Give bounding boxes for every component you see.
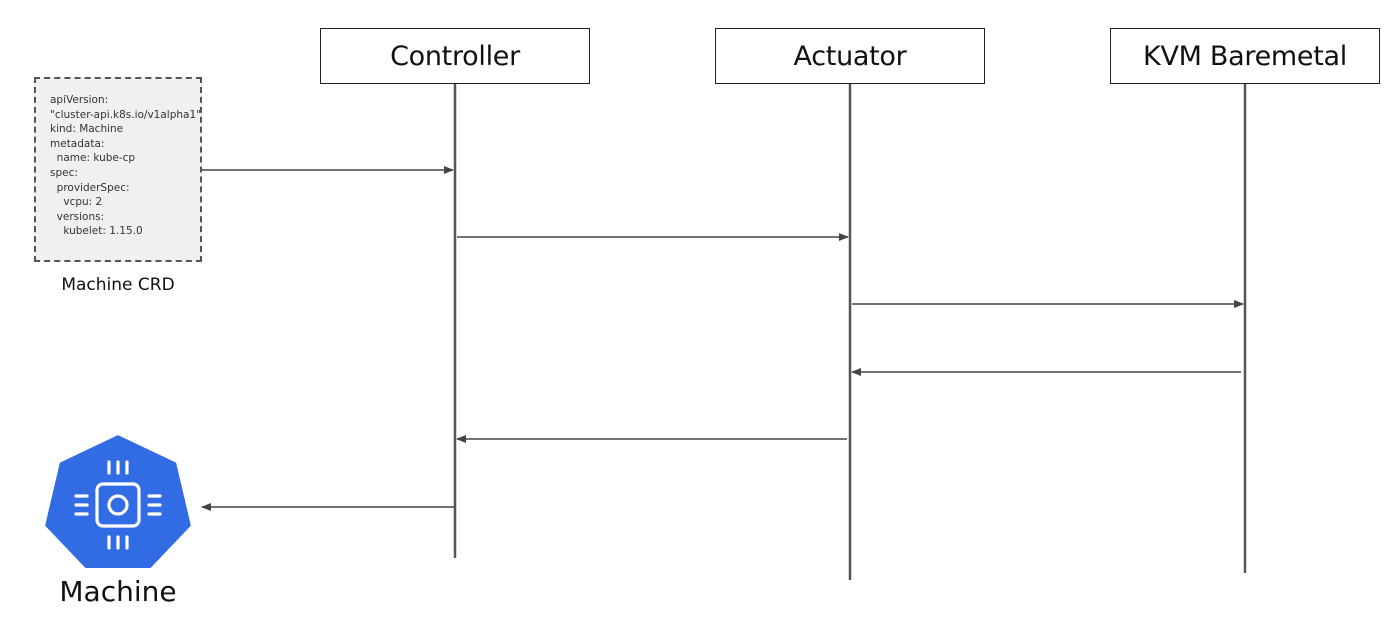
kvm-baremetal-box: KVM Baremetal [1110,28,1380,84]
crd-line: providerSpec: [50,181,130,194]
controller-box: Controller [320,28,590,84]
crd-line: kind: Machine [50,123,124,136]
machine-heptagon [42,432,194,570]
crd-line: spec: [50,166,78,179]
crd-line: apiVersion: [50,94,109,106]
actuator-box: Actuator [715,28,985,84]
crd-line: "cluster-api.k8s.io/v1alpha1" [50,108,201,121]
crd-line: metadata: [50,137,105,150]
crd-line: versions: [50,210,105,223]
machine-crd-box: apiVersion: "cluster-api.k8s.io/v1alpha1… [34,77,202,262]
crd-line: vcpu: 2 [50,196,103,209]
crd-line: name: kube-cp [50,152,136,165]
chip-icon [42,432,194,570]
machine-label: Machine [59,575,177,608]
crd-line: kubelet: 1.15.0 [50,225,143,238]
machine-crd-caption: Machine CRD [61,275,175,295]
